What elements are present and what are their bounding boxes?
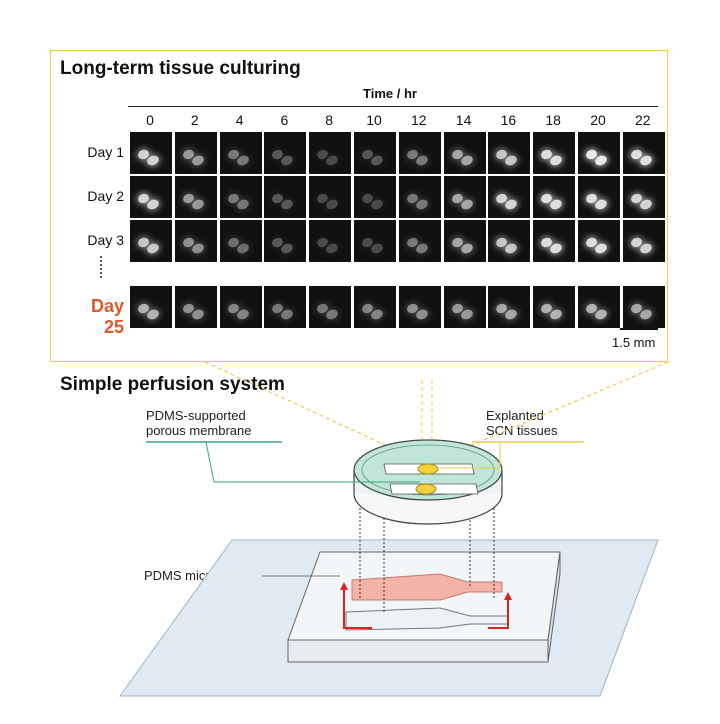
time-lapse-frame [488,286,531,328]
time-lapse-frame [488,132,531,174]
time-lapse-frame [354,176,396,218]
pdms-block-side [287,639,549,663]
time-tick-label: 18 [545,112,561,128]
pdms-block-edge [547,551,561,663]
time-lapse-frame [264,176,307,218]
time-tick-label: 4 [235,112,244,128]
time-tick-label: 2 [190,112,199,128]
time-lapse-frame [622,176,665,218]
time-lapse-frame [533,176,576,218]
label-membrane-line1: PDMS-supported [146,408,246,423]
time-tick-label: 14 [455,112,472,128]
time-lapse-frame [578,286,620,328]
time-lapse-frame [398,286,441,328]
scale-bar [620,328,658,330]
time-lapse-frame [488,176,531,218]
time-lapse-frame [264,286,307,328]
time-lapse-frame [622,220,665,262]
flow-arrow-out [504,592,512,600]
flow-path-out [488,598,509,629]
time-lapse-frame [264,220,307,262]
flow-arrow-in [340,582,348,590]
tissue-slice-1 [417,463,439,475]
time-lapse-frame [354,132,396,174]
time-axis-title: Time / hr [363,86,417,101]
time-lapse-frame [219,286,262,328]
time-lapse-frame [443,132,486,174]
time-lapse-frame [130,286,172,328]
time-lapse-frame [130,176,172,218]
row-label: Day 2 [87,188,124,204]
time-lapse-frame [622,286,665,328]
time-tick-label: 20 [590,112,606,128]
time-lapse-frame [398,220,441,262]
time-lapse-frame [219,132,262,174]
time-lapse-frame [309,176,352,218]
time-tick-label: 12 [411,112,427,128]
time-lapse-frame [309,220,352,262]
time-tick-label: 16 [500,112,517,128]
time-lapse-frame [174,220,217,262]
time-lapse-frame [174,176,217,218]
time-lapse-frame [398,132,441,174]
time-lapse-frame [309,132,352,174]
time-lapse-frame [533,220,576,262]
time-lapse-frame [622,132,665,174]
time-lapse-frame [174,286,217,328]
tissues-leader-line [440,442,501,469]
time-lapse-frame [354,286,396,328]
upper-channel [351,573,503,601]
ellipsis-dots [100,256,106,278]
row-label: Day 25 [90,296,124,337]
scale-bar-label: 1.5 mm [612,335,656,350]
time-lapse-frame [354,220,396,262]
time-lapse-frame [219,176,262,218]
time-axis-line [128,106,658,107]
time-lapse-frame [130,220,172,262]
tissue-slice-2 [415,483,437,495]
label-membrane: PDMS-supported porous membrane [146,408,252,438]
row-label: Day 1 [87,144,124,160]
time-tick-label: 22 [635,112,651,128]
time-lapse-frame [488,220,531,262]
time-tick-label: 8 [325,112,334,128]
time-lapse-frame [443,176,486,218]
label-tissues-line2: SCN tissues [486,423,558,438]
time-lapse-frame [219,220,262,262]
time-lapse-frame [533,286,576,328]
label-tissues-line1: Explanted [486,408,544,423]
row-label: Day 3 [87,232,124,248]
time-lapse-frame [443,286,486,328]
label-tissues: Explanted SCN tissues [486,408,558,438]
time-lapse-frame [130,132,172,174]
flow-path-in [343,586,372,629]
time-tick-label: 0 [146,112,154,128]
time-lapse-frame [443,220,486,262]
time-lapse-frame [309,286,352,328]
time-tick-label: 6 [280,112,289,128]
dish-inner-rim [361,444,495,496]
label-membrane-line2: porous membrane [146,423,252,438]
time-lapse-frame [174,132,217,174]
time-lapse-frame [398,176,441,218]
panel-title-culturing: Long-term tissue culturing [60,58,301,79]
time-lapse-frame [578,220,620,262]
time-lapse-frame [264,132,307,174]
membrane-leader-line [205,441,420,483]
time-lapse-frame [533,132,576,174]
time-lapse-frame [578,132,620,174]
time-tick-label: 10 [366,112,382,128]
panel-title-perfusion: Simple perfusion system [60,374,285,395]
time-lapse-frame [578,176,620,218]
